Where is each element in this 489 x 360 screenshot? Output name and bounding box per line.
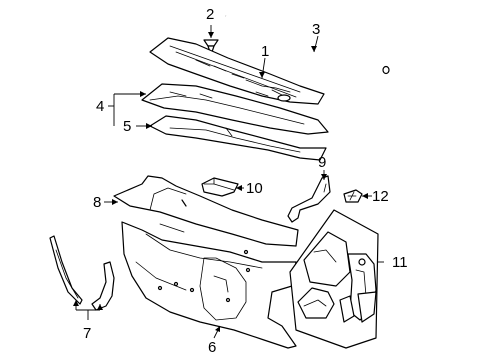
callout-5: 5 [123, 118, 131, 135]
callout-2: 2 [206, 6, 214, 23]
callout-11: 11 [392, 254, 408, 271]
callout-12: 12 [372, 188, 389, 205]
callout-7: 7 [83, 325, 91, 342]
callout-10: 10 [246, 180, 263, 197]
part-12-clip-bracket [343, 189, 363, 203]
callout-labels: 2 3 1 4 5 9 10 12 8 11 7 6 [83, 6, 408, 356]
callout-1: 1 [261, 43, 269, 60]
callout-3: 3 [312, 21, 320, 38]
part-8-dash-panel-upper [113, 175, 299, 247]
callout-4: 4 [96, 98, 104, 115]
part-3-weatherstrip [225, 14, 390, 75]
part-1-cowl-grille [149, 37, 325, 105]
callout-9: 9 [318, 154, 326, 171]
part-4-cowl-panel [141, 83, 329, 135]
callout-6: 6 [208, 339, 216, 356]
part-5-cowl-lower-panel [149, 115, 327, 161]
part-11-group [289, 209, 379, 349]
part-7-side-strips [49, 235, 115, 311]
leader-lines [73, 25, 384, 339]
part-6-dash-panel [121, 221, 297, 349]
part-9-bracket [287, 175, 331, 223]
callout-8: 8 [93, 194, 101, 211]
part-10-insulator [201, 177, 239, 197]
